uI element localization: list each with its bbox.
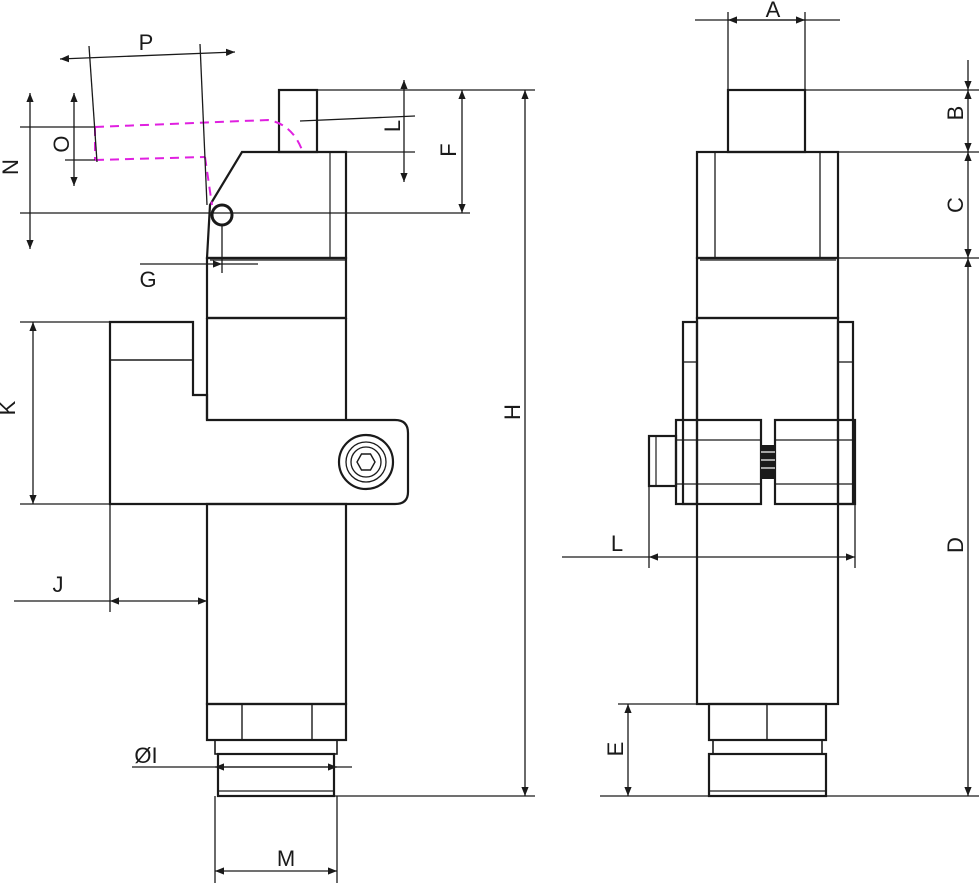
- label-A: A: [766, 0, 781, 22]
- side-spring: [761, 445, 775, 479]
- pivot-pin-icon: [210, 203, 234, 227]
- label-I: ØI: [134, 743, 157, 768]
- label-O: O: [49, 135, 74, 152]
- label-K: K: [0, 400, 20, 415]
- dimension-lines: [14, 12, 979, 883]
- label-C: C: [943, 197, 968, 213]
- front-upper-body: [205, 256, 348, 320]
- front-thread: [216, 752, 336, 798]
- label-B: B: [943, 106, 968, 121]
- side-thread: [707, 752, 828, 798]
- front-screw-outer: [337, 433, 395, 491]
- front-view: [108, 88, 410, 798]
- side-lug-right: [836, 320, 855, 506]
- front-bracket: [108, 320, 410, 506]
- side-body: [695, 316, 840, 706]
- side-lever-left: [674, 418, 763, 506]
- side-view: [647, 88, 857, 798]
- side-plunger: [726, 88, 807, 154]
- front-arm-head: [205, 150, 348, 260]
- label-E: E: [603, 742, 628, 757]
- hex-socket-icon: [356, 453, 376, 471]
- front-lower-body: [205, 502, 348, 706]
- label-L-side: L: [611, 531, 623, 556]
- dimension-labels: P N O L F H G K J ØI M A B C D E L: [0, 0, 968, 871]
- label-P: P: [139, 30, 154, 55]
- side-lug-left: [681, 320, 699, 506]
- side-lever-right: [773, 418, 857, 506]
- label-N: N: [0, 159, 23, 175]
- label-L-front: L: [380, 120, 405, 132]
- swing-path: [94, 118, 303, 206]
- side-screw-head: [647, 434, 678, 488]
- label-M: M: [277, 846, 295, 871]
- label-G: G: [139, 267, 156, 292]
- label-D: D: [943, 537, 968, 553]
- side-head: [695, 150, 840, 260]
- label-J: J: [53, 572, 64, 597]
- label-H: H: [500, 404, 525, 420]
- label-F: F: [436, 143, 461, 156]
- front-hex-nut: [205, 702, 348, 742]
